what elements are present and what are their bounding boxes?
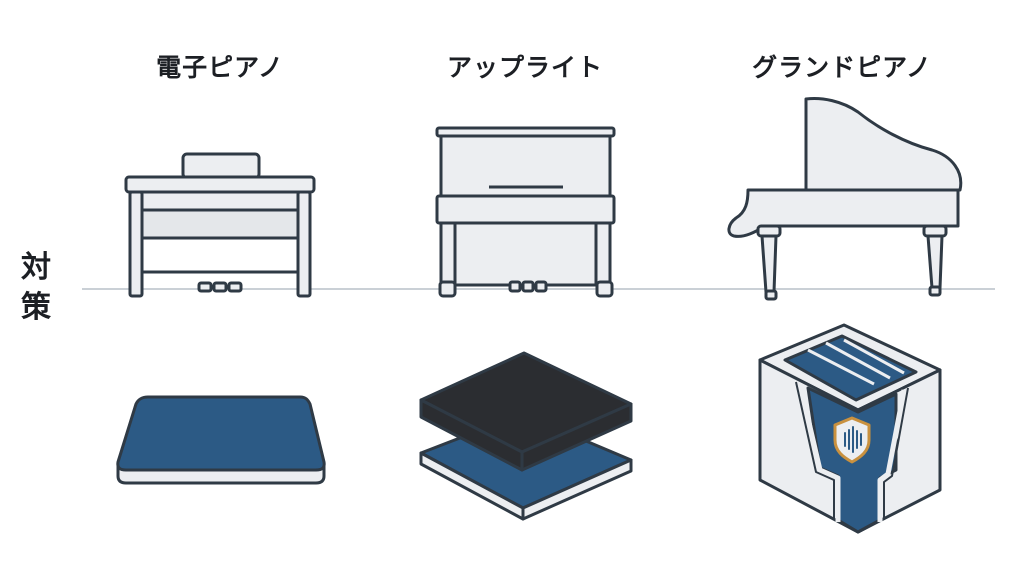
digital-piano-title: 電子ピアノ — [156, 53, 284, 82]
countermeasure-label: 対 策 — [16, 248, 56, 328]
blue-mat-icon — [116, 395, 326, 485]
soundproof-box-icon — [758, 323, 942, 534]
grand-piano-title: グランドピアノ — [752, 53, 932, 82]
digital-piano-icon — [124, 152, 316, 298]
countermeasure-char-1: 対 — [21, 250, 51, 285]
upright-piano-title: アップライト — [446, 53, 603, 82]
grand-piano-icon — [727, 97, 963, 301]
countermeasure-char-2: 策 — [21, 290, 51, 325]
upright-piano-icon — [435, 126, 616, 298]
layered-insulation-board-icon — [419, 351, 633, 521]
